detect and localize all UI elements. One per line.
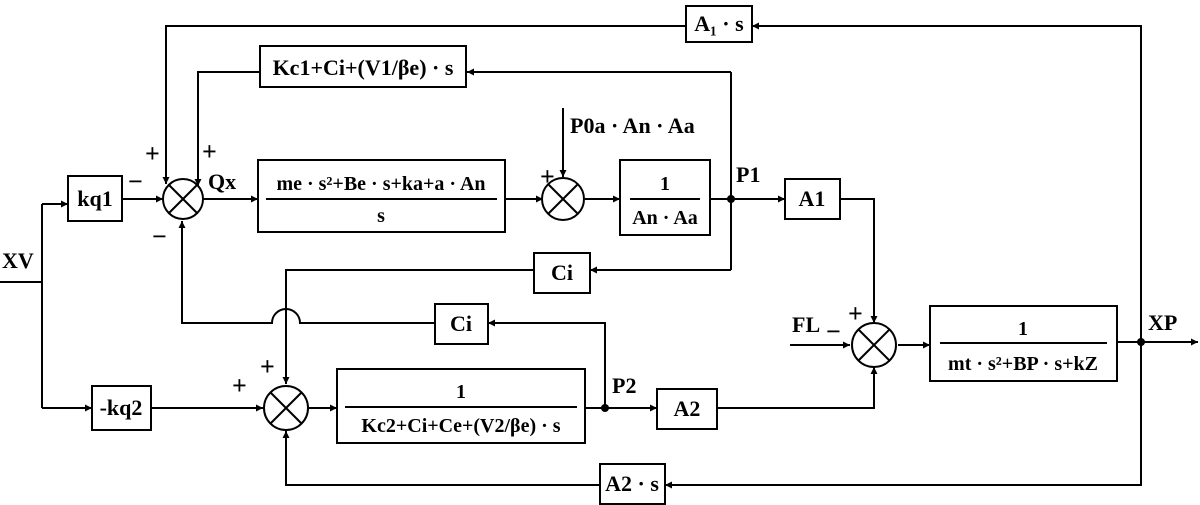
signal-fl: FL <box>792 312 820 337</box>
block-main-denominator: s <box>377 205 385 227</box>
sign-s1-top-left: + <box>145 139 160 168</box>
block-kc2-denominator: Kc2+Ci+Ce+(V2/βe) · s <box>361 415 560 437</box>
block-kq1: kq1 <box>67 175 123 222</box>
block-mt-denominator: mt · s²+BP · s+kZ <box>948 353 1098 375</box>
block-anaa: 1 An · Aa <box>619 159 711 236</box>
signal-p2: P2 <box>612 373 636 398</box>
line-ci-top-sum3 <box>282 269 534 384</box>
block-ci-top-label: Ci <box>551 260 573 285</box>
block-kc2: 1 Kc2+Ci+Ce+(V2/βe) · s <box>336 368 586 444</box>
signal-xv: XV <box>2 248 34 273</box>
block-kc2-numerator: 1 <box>456 381 466 403</box>
block-mt-numerator: 1 <box>1018 318 1028 340</box>
signal-qx: Qx <box>208 169 236 194</box>
block-a2s: A2 · s <box>599 463 666 505</box>
signal-xp: XP <box>1148 310 1177 335</box>
block-kc1: Kc1+Ci+(V1/βe) · s <box>259 45 467 88</box>
sign-s2-top: + <box>540 162 555 191</box>
block-main: me · s²+Be · s+ka+a · An s <box>257 159 506 233</box>
junction-p2 <box>601 404 609 412</box>
sign-s4-top: + <box>848 299 863 328</box>
connectors <box>0 22 1198 489</box>
block-kc1-label: Kc1+Ci+(V1/βe) · s <box>273 55 454 80</box>
block-ci-bot-label: Ci <box>450 311 472 336</box>
line-xp-a1s <box>752 22 1142 342</box>
block-mt: 1 mt · s²+BP · s+kZ <box>929 305 1118 382</box>
line-a2s-sum3 <box>282 431 600 486</box>
block-kq1-label: kq1 <box>77 186 112 211</box>
sign-s1-left: − <box>128 167 143 196</box>
line-xp-a2s <box>665 342 1142 489</box>
sign-s4-left: − <box>826 317 841 346</box>
summing-junction-4 <box>851 322 897 368</box>
summing-junction-2 <box>541 177 585 221</box>
block-kq2: -kq2 <box>91 385 152 431</box>
summing-junction-1 <box>162 178 204 220</box>
line-a1s-sum1 <box>162 25 686 184</box>
block-a1s-label: A₁ · s <box>694 11 744 36</box>
sign-s1-bottom: − <box>152 222 167 251</box>
signal-p0a: P0a · An · Aa <box>570 113 695 138</box>
line-kc1-sum1 <box>194 71 260 186</box>
block-a2s-label: A2 · s <box>605 471 659 496</box>
block-a2: A2 <box>656 388 718 430</box>
block-a1s: A₁ · s <box>685 5 753 43</box>
block-anaa-denominator: An · Aa <box>632 207 698 229</box>
block-kq2-label: -kq2 <box>100 395 143 420</box>
signal-p1: P1 <box>736 162 760 187</box>
junction-p1 <box>727 195 735 203</box>
block-ci-bot: Ci <box>434 303 489 345</box>
line-p2-ci-bot <box>488 319 606 408</box>
line-a1-sum4 <box>840 198 878 323</box>
block-anaa-numerator: 1 <box>660 173 670 195</box>
sign-s3-left: + <box>232 371 247 400</box>
sign-s1-top-right: + <box>202 137 217 166</box>
line-ci-bot-sum1 <box>178 221 435 324</box>
block-a1-label: A1 <box>799 186 826 211</box>
block-a1: A1 <box>784 178 841 220</box>
sign-s3-top: + <box>260 352 275 381</box>
block-a2-label: A2 <box>674 396 701 421</box>
summing-junction-3 <box>263 385 309 431</box>
junction-xp <box>1137 338 1145 346</box>
block-main-numerator: me · s²+Be · s+ka+a · An <box>276 173 485 195</box>
block-ci-top: Ci <box>533 252 591 294</box>
line-a2-sum4 <box>717 367 878 409</box>
